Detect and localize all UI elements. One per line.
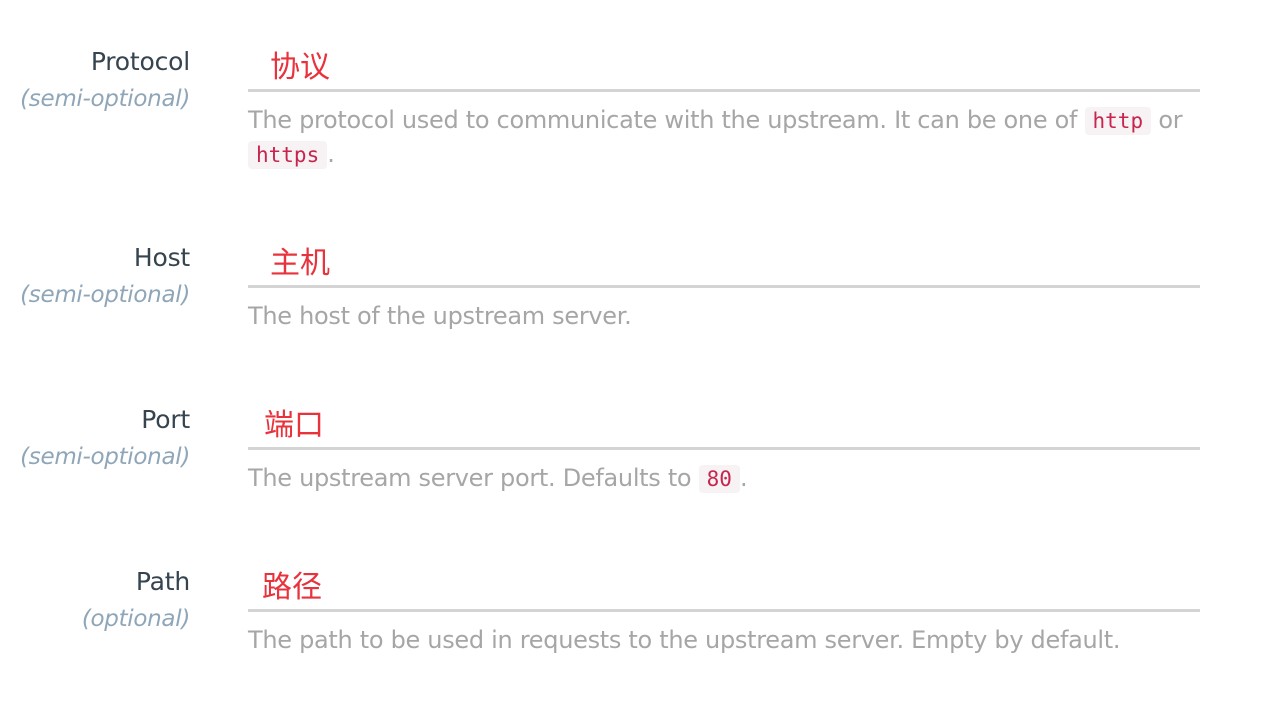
path-input[interactable] — [248, 566, 1200, 612]
host-label: Host — [133, 243, 190, 272]
path-label-group: Path (optional) — [0, 566, 190, 634]
host-input-group: The host of the upstream server. — [248, 242, 1200, 333]
port-description-end: . — [739, 464, 748, 492]
protocol-input[interactable] — [248, 46, 1200, 92]
path-input-group: The path to be used in requests to the u… — [248, 566, 1200, 657]
port-input-group: The upstream server port. Defaults to 80… — [248, 404, 1200, 496]
path-requirement: (optional) — [81, 606, 190, 632]
port-code-default: 80 — [698, 465, 740, 493]
host-description: The host of the upstream server. — [248, 302, 632, 330]
port-input[interactable] — [248, 404, 1200, 450]
protocol-input-group: The protocol used to communicate with th… — [248, 46, 1200, 172]
host-input[interactable] — [248, 242, 1200, 288]
protocol-description-end: . — [327, 140, 335, 168]
protocol-description-text: The protocol used to communicate with th… — [248, 106, 1085, 134]
port-description: The upstream server port. Defaults to 80… — [248, 462, 1200, 496]
path-label: Path — [135, 567, 190, 596]
port-description-text: The upstream server port. Defaults to — [248, 464, 699, 492]
protocol-description: The protocol used to communicate with th… — [248, 104, 1200, 172]
protocol-code-http: http — [1084, 107, 1152, 135]
port-label-group: Port (semi-optional) — [0, 404, 190, 472]
protocol-label-group: Protocol (semi-optional) — [0, 46, 190, 114]
protocol-label: Protocol — [90, 47, 190, 76]
host-requirement: (semi-optional) — [20, 282, 190, 308]
protocol-code-https: https — [248, 141, 328, 169]
path-description: The path to be used in requests to the u… — [248, 626, 1121, 654]
host-label-group: Host (semi-optional) — [0, 242, 190, 310]
protocol-requirement: (semi-optional) — [20, 86, 190, 112]
protocol-description-or: or — [1151, 106, 1183, 134]
port-requirement: (semi-optional) — [20, 444, 190, 470]
port-label: Port — [141, 405, 190, 434]
